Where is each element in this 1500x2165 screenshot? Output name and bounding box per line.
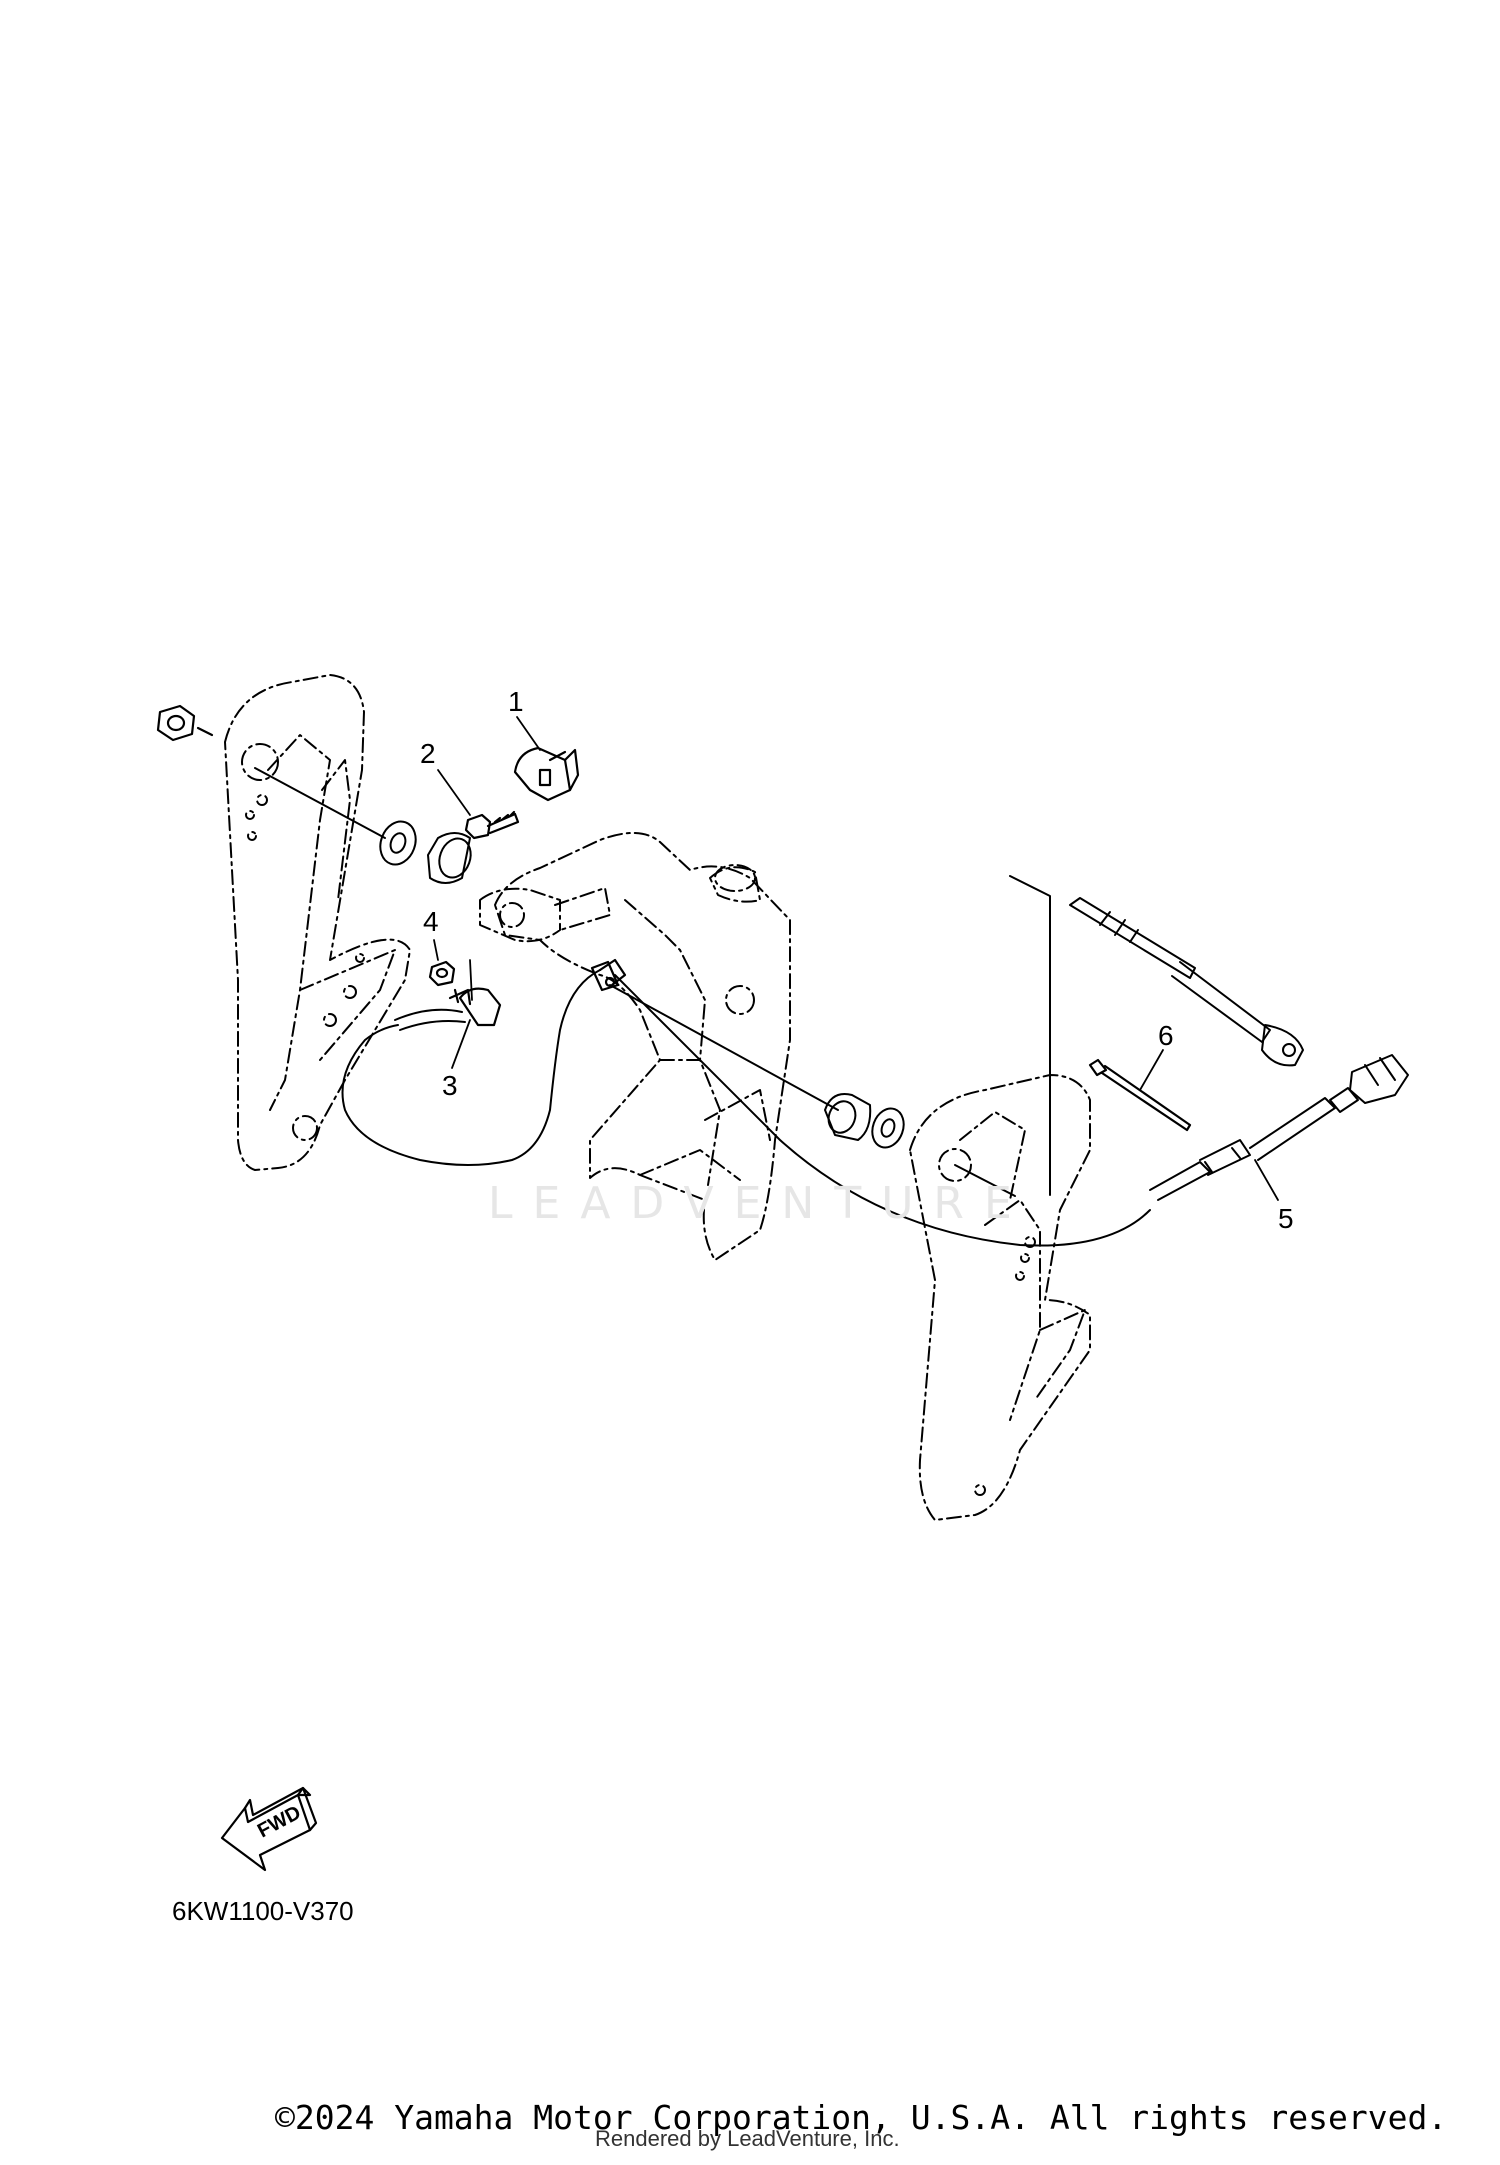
swivel-bracket xyxy=(494,831,791,1261)
copyright-notice: ©2024 Yamaha Motor Corporation, U.S.A. A… xyxy=(275,2098,1448,2137)
callout-4: 4 xyxy=(423,906,439,937)
axis-line-2 xyxy=(1009,875,1051,1196)
part-6-cable-tie xyxy=(1088,1058,1192,1132)
pivot-bolt xyxy=(1069,897,1304,1067)
callout-3: 3 xyxy=(442,1070,458,1101)
diagram-code: 6KW1100-V370 xyxy=(172,1896,354,1926)
part-2-bolt xyxy=(464,810,520,840)
bushing xyxy=(427,832,472,884)
callout-2: 2 xyxy=(420,738,436,769)
callout-1: 1 xyxy=(508,686,524,717)
bushing-right xyxy=(824,1093,872,1141)
bolt-axis-line xyxy=(254,767,386,839)
part-4-screw xyxy=(428,960,456,987)
watermark: LEADVENTURE xyxy=(488,1178,1032,1229)
part-1-clamp xyxy=(513,746,580,802)
part-3-cable-clamp xyxy=(448,987,502,1027)
swivel-top-boss xyxy=(479,887,611,943)
callout-5: 5 xyxy=(1278,1203,1294,1234)
washer xyxy=(379,820,417,866)
flange-nut xyxy=(156,704,214,742)
trim-sensor-lead xyxy=(341,969,601,1166)
callout-6: 6 xyxy=(1158,1020,1174,1051)
axis-line-3 xyxy=(954,1164,1016,1197)
left-clamp-bracket xyxy=(224,674,411,1171)
washer-right xyxy=(871,1107,905,1149)
right-clamp-bracket xyxy=(909,1074,1091,1521)
axis-line xyxy=(609,984,839,1111)
trim-sensor xyxy=(590,958,627,992)
rendered-by-credit: Rendered by LeadVenture, Inc. xyxy=(595,2126,900,2151)
fwd-arrow-icon: FWD xyxy=(220,1786,318,1872)
part-5-cable xyxy=(614,974,1409,1247)
callout-leaders xyxy=(433,716,1279,1201)
